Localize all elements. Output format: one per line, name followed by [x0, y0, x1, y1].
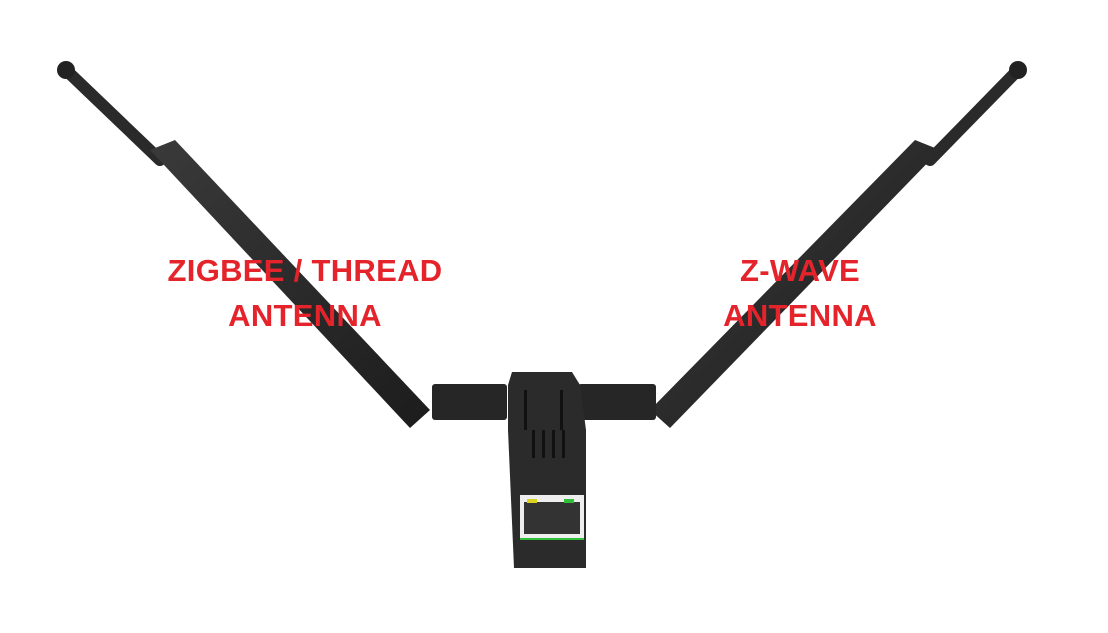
label-line: ZIGBEE / THREAD [167, 253, 443, 288]
label-line: ANTENNA [723, 298, 877, 333]
led-green [564, 499, 574, 503]
zwave-antenna-label: Z-WAVE ANTENNA [690, 248, 910, 338]
device-body [508, 372, 586, 568]
label-line: Z-WAVE [739, 253, 861, 288]
zigbee-antenna [57, 61, 507, 428]
label-line: ANTENNA [228, 298, 382, 333]
zigbee-thread-antenna-label: ZIGBEE / THREAD ANTENNA [150, 248, 460, 338]
led-yellow [527, 499, 537, 503]
zwave-antenna [578, 61, 1027, 428]
